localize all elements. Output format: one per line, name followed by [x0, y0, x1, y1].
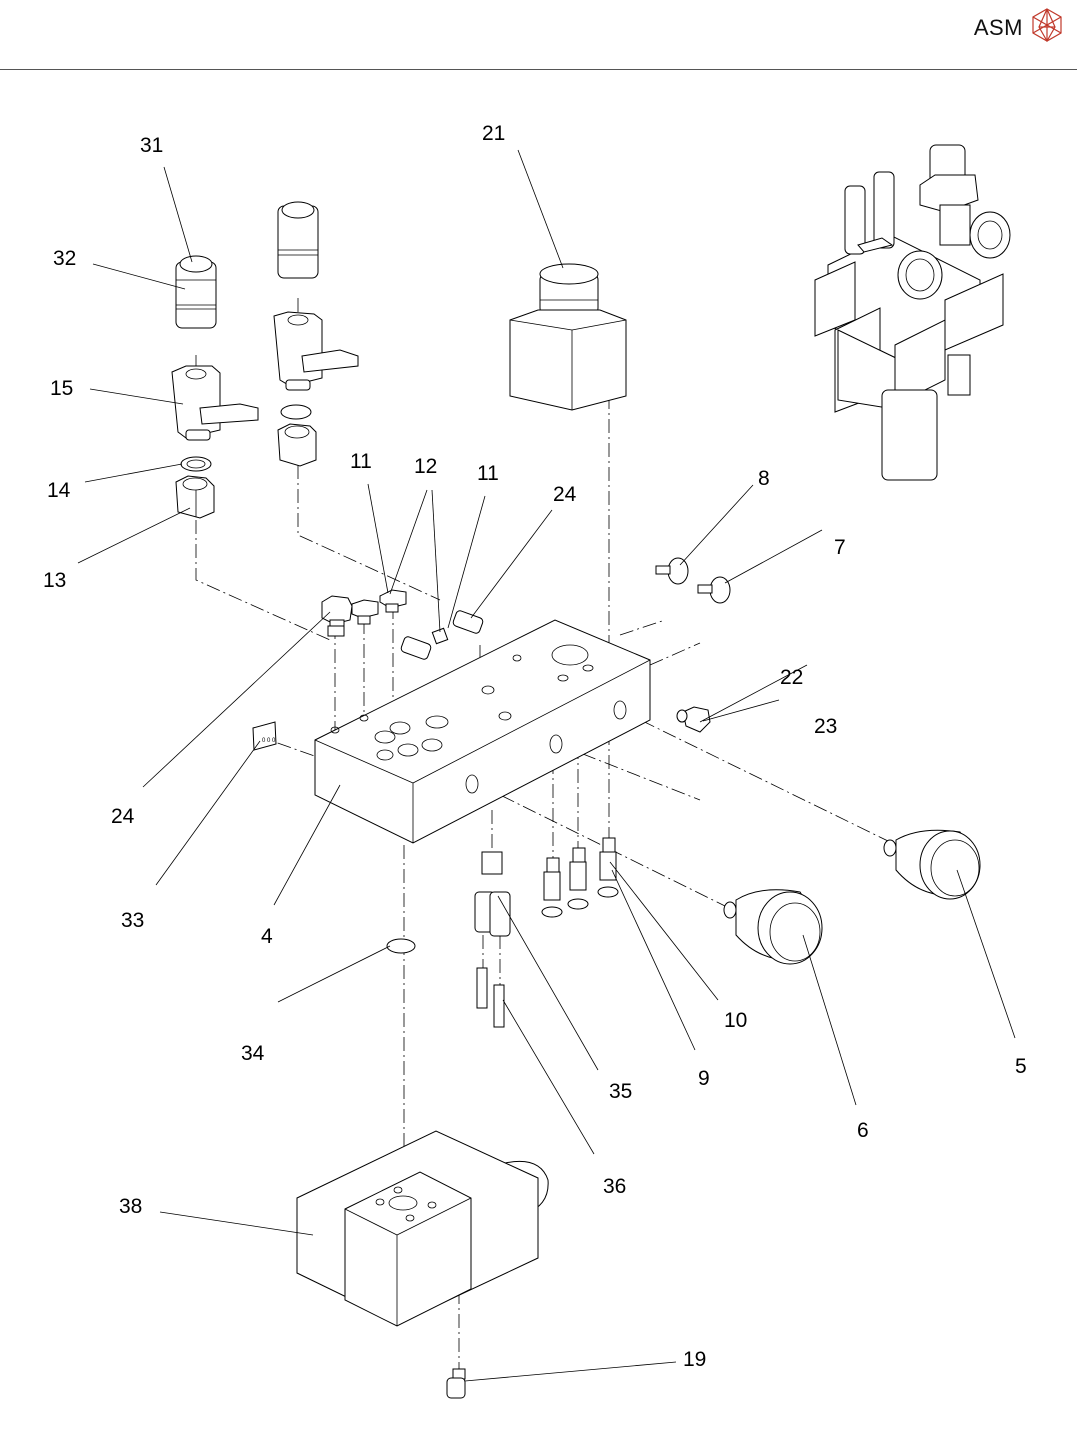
callout-10: 10: [724, 1009, 747, 1032]
part-screws-9-10: [542, 838, 618, 917]
part-solenoid-valve-38: [297, 1131, 548, 1326]
callout-24b: 24: [111, 805, 135, 828]
part-pressure-gauge-5: [884, 830, 980, 899]
callout-33: 33: [121, 909, 144, 932]
part-knurled-screw-19: [447, 1369, 465, 1398]
part-quick-coupling-31-32: [176, 256, 216, 328]
callout-34: 34: [241, 1042, 265, 1065]
callout-19: 19: [683, 1348, 706, 1371]
part-gauge-7: [698, 577, 730, 603]
part-seal-ring-14: [181, 457, 211, 471]
part-o-ring-34: [387, 939, 415, 953]
callout-4: 4: [261, 925, 273, 948]
callout-8: 8: [758, 467, 770, 490]
callout-22: 22: [780, 666, 803, 689]
plate-text: 0 0 0: [262, 738, 276, 744]
callout-31: 31: [140, 134, 163, 157]
part-ball-valve-15: [172, 366, 258, 440]
part-pressure-gauge-6: [724, 890, 822, 964]
part-manifold-block-4: [315, 620, 650, 843]
callout-38: 38: [119, 1195, 142, 1218]
callout-21: 21: [482, 122, 505, 145]
part-plugs-11-12: [322, 590, 448, 644]
part-valve-stack-second: [274, 202, 358, 466]
callout-5: 5: [1015, 1055, 1027, 1078]
callout-32: 32: [53, 247, 76, 270]
callout-7: 7: [834, 536, 846, 559]
assembled-unit-isometric: [815, 145, 1010, 480]
callout-6: 6: [857, 1119, 869, 1142]
callout-23: 23: [814, 715, 837, 738]
callout-11a: 11: [350, 450, 372, 473]
callout-9: 9: [698, 1067, 710, 1090]
callout-12: 12: [414, 455, 437, 478]
callout-11b: 11: [477, 462, 499, 485]
part-plugs-36: [477, 968, 504, 1027]
callout-35: 35: [609, 1080, 632, 1103]
callout-36: 36: [603, 1175, 626, 1198]
callout-13: 13: [43, 569, 66, 592]
part-y-fitting-35: [475, 852, 510, 936]
callout-24a: 24: [553, 483, 577, 506]
callout-14: 14: [47, 479, 71, 502]
part-filter-housing-21: [510, 264, 626, 410]
callout-15: 15: [50, 377, 73, 400]
